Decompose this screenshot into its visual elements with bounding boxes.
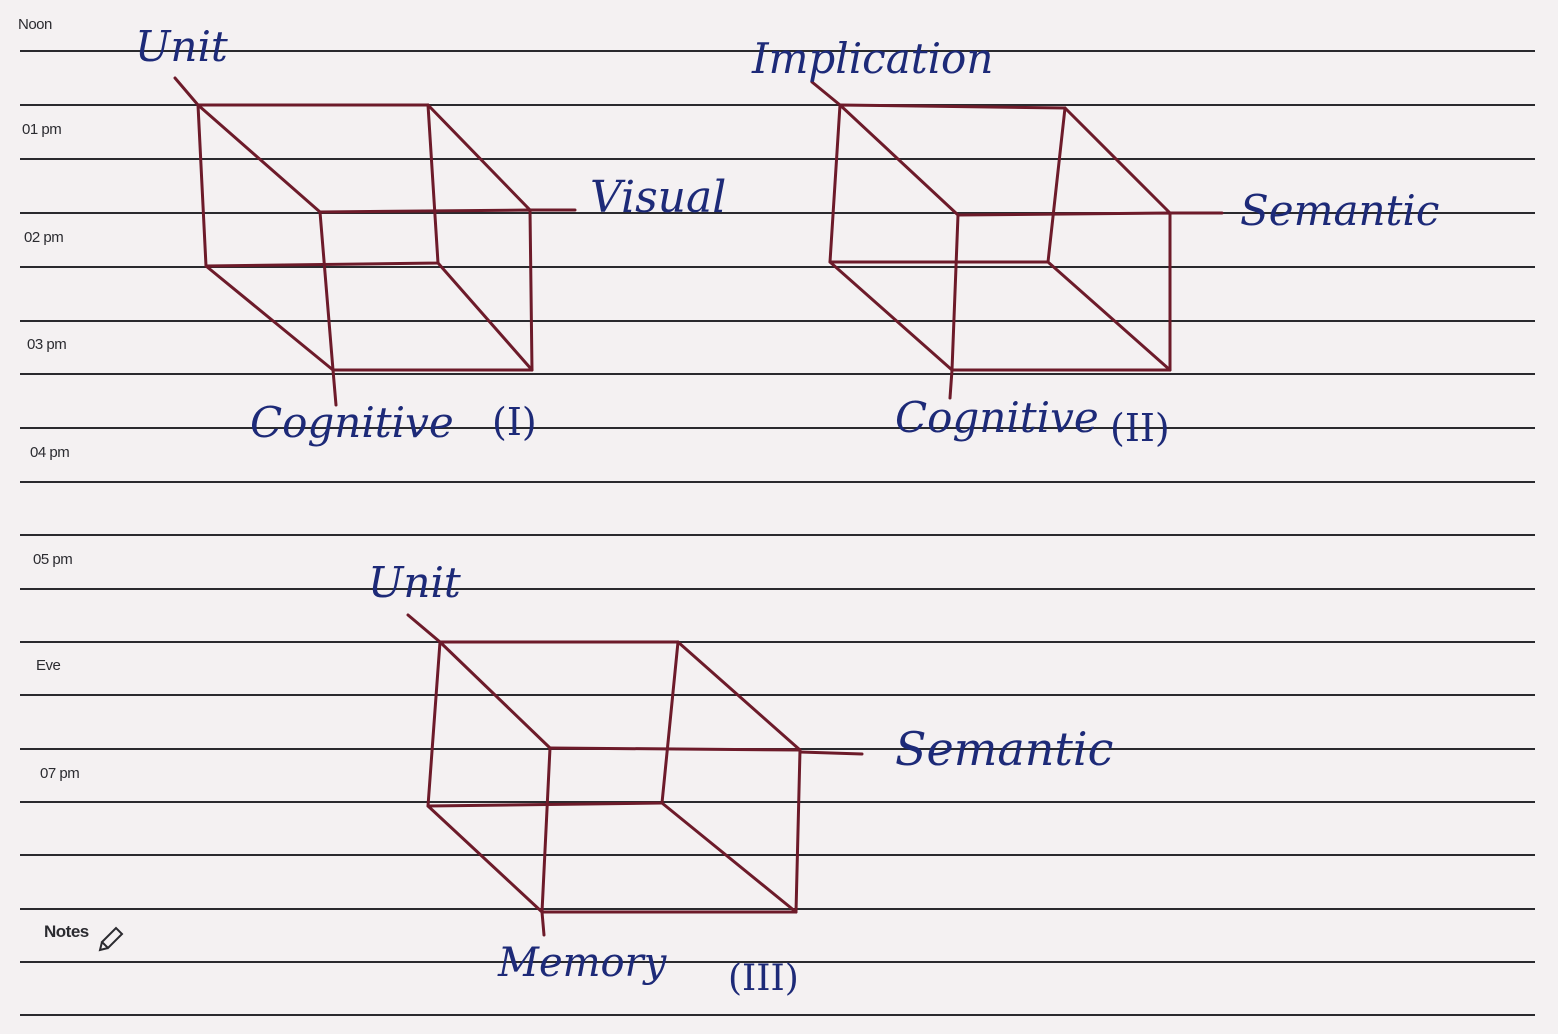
cube-3-front-face: [540, 746, 802, 914]
rule-line: [20, 801, 1535, 803]
cube-3-edge: [660, 801, 798, 914]
time-label-noon: Noon: [18, 16, 52, 33]
notes-label: Notes: [44, 922, 89, 941]
rule-line: [20, 427, 1535, 429]
time-label-01pm: 01 pm: [22, 121, 62, 138]
cube-2-top-axis: [810, 80, 842, 107]
cube-3-top-axis: [406, 613, 442, 644]
cube-1-top-label: Unit: [135, 22, 228, 71]
cube-3-top-label: Unit: [368, 558, 461, 607]
rule-line: [20, 320, 1535, 322]
cube-2-numeral: (II): [1110, 406, 1170, 450]
cube-1-front-face: [318, 208, 534, 372]
rule-line: [20, 641, 1535, 643]
time-label-04pm: 04 pm: [30, 444, 70, 461]
cube-2-edge: [828, 260, 954, 372]
cube-3-edge: [676, 640, 802, 752]
time-label-07pm: 07 pm: [40, 765, 80, 782]
cube-2-edge: [1063, 106, 1172, 215]
rule-line: [20, 961, 1535, 963]
cube-3-bottom-label: Memory: [498, 940, 667, 986]
cube-2-right-label: Semantic: [1240, 186, 1440, 235]
rule-line: [20, 481, 1535, 483]
cube-2-bottom-axis: [948, 368, 954, 400]
rule-line: [20, 158, 1535, 160]
cube-1-bottom-axis: [331, 368, 338, 407]
cube-diagram-2: [810, 80, 1224, 400]
cube-1-edge: [196, 103, 322, 214]
time-label-02pm: 02 pm: [24, 229, 64, 246]
cube-diagram-1: [173, 76, 577, 407]
cube-3-numeral: (III): [728, 958, 799, 999]
cube-1-top-axis: [173, 76, 200, 107]
cube-1-bottom-label: Cognitive: [250, 398, 454, 447]
cube-1-edge: [436, 261, 534, 372]
time-label-03pm: 03 pm: [27, 336, 67, 353]
rule-line: [20, 694, 1535, 696]
rule-line: [20, 908, 1535, 910]
cube-1-numeral: (I): [492, 400, 537, 444]
cube-3-edge: [438, 640, 552, 750]
rule-line: [20, 588, 1535, 590]
cube-2-top-label: Implication: [752, 34, 994, 83]
rule-line: [20, 373, 1535, 375]
rule-line: [20, 212, 1535, 214]
rule-line: [20, 854, 1535, 856]
cube-1-back-face: [196, 103, 440, 268]
rule-line: [20, 266, 1535, 268]
cube-3-bottom-axis: [540, 910, 546, 937]
cube-3-right-axis: [798, 750, 864, 756]
cube-2-front-face: [950, 211, 1172, 372]
cube-1-edge: [204, 264, 335, 372]
rule-line: [20, 104, 1535, 106]
rule-line: [20, 1014, 1535, 1016]
cube-2-bottom-label: Cognitive: [895, 393, 1099, 442]
cube-1-edge: [426, 103, 532, 212]
time-label-05pm: 05 pm: [33, 551, 73, 568]
cube-2-edge: [1046, 260, 1172, 372]
rule-line: [20, 534, 1535, 536]
cube-1-right-label: Visual: [590, 172, 727, 223]
cube-2-edge: [838, 103, 960, 217]
cube-3-edge: [426, 804, 544, 914]
time-label-eve: Eve: [36, 657, 61, 674]
cube-3-right-label: Semantic: [895, 722, 1114, 776]
rule-line: [20, 50, 1535, 52]
cube-diagram-3: [406, 613, 864, 937]
